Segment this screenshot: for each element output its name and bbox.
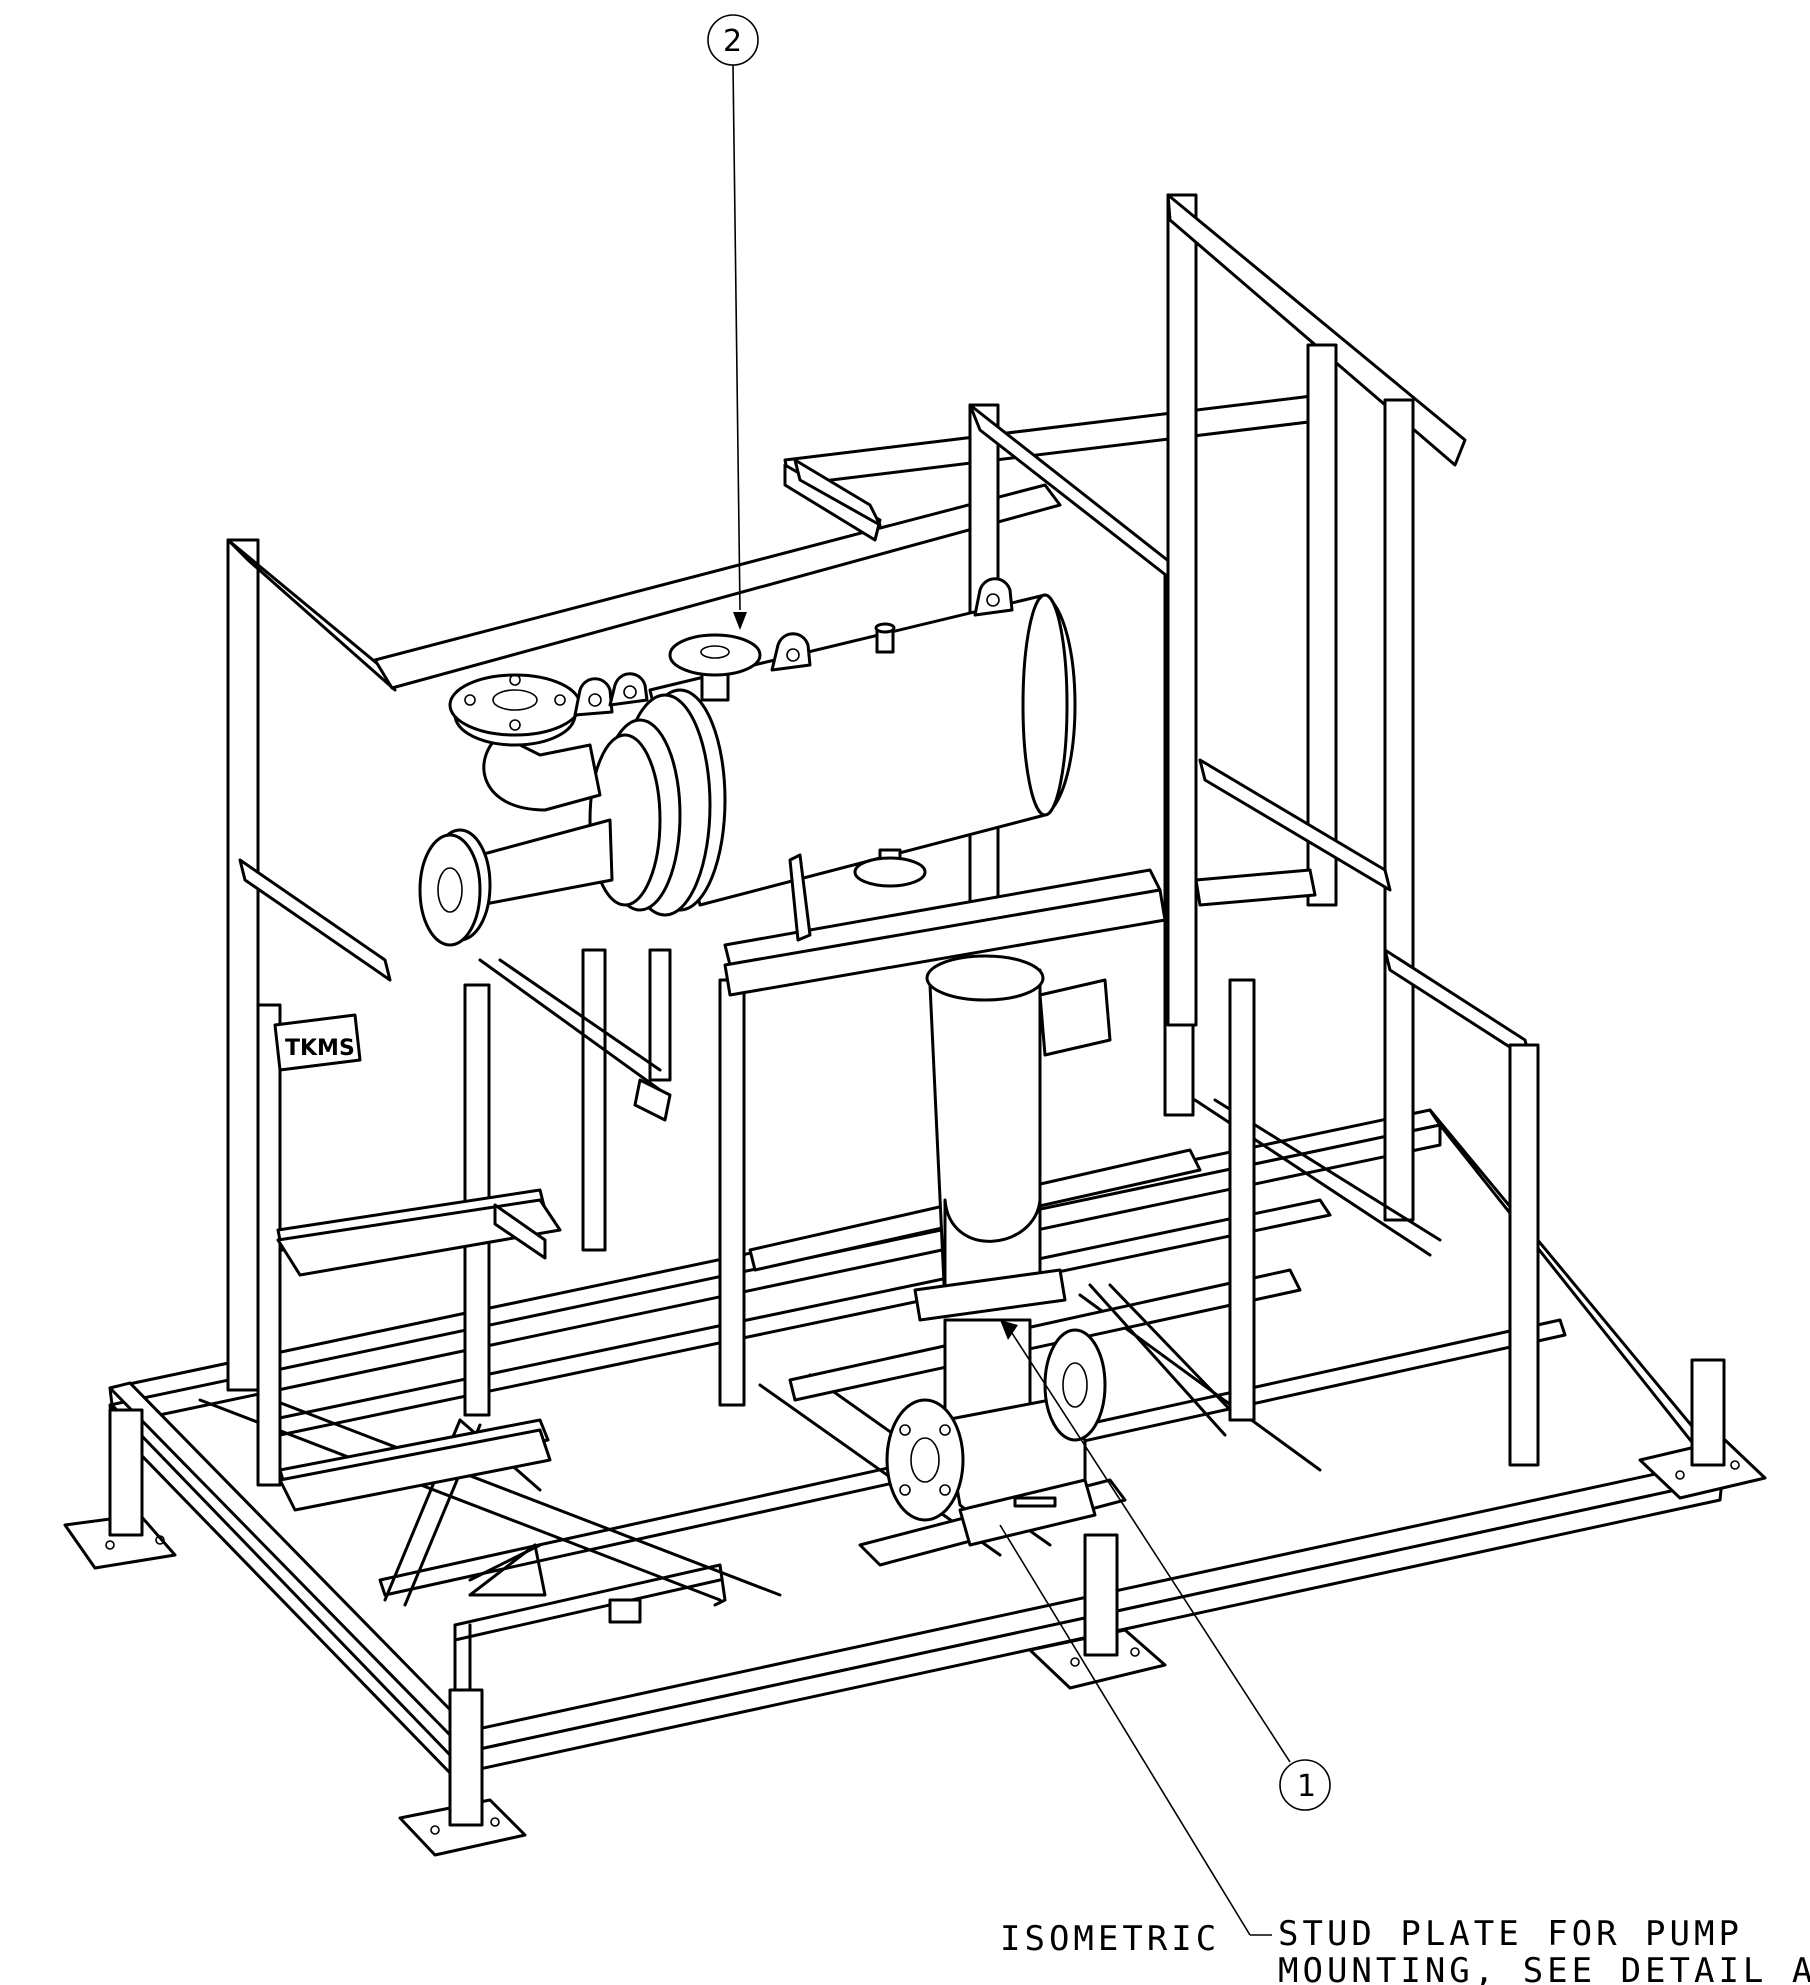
stud-plate-leader: [999, 1524, 1272, 1936]
vertical-pump: [858, 954, 1127, 1567]
tkms-logo-text: TKMS: [285, 1036, 355, 1061]
skid-feet: [63, 1358, 1767, 1857]
callout-2: 2: [707, 14, 759, 630]
note-line-1: STUD PLATE FOR PUMP: [1278, 1914, 1743, 1954]
rear-upper-frame: [723, 193, 1540, 1467]
callout-1-number: 1: [1297, 1769, 1316, 1804]
callout-1: 1: [1000, 1320, 1331, 1811]
view-label: ISOMETRIC: [1000, 1919, 1220, 1959]
heat-exchanger-vessel: [418, 577, 1077, 947]
left-support-frame: TKMS: [226, 483, 1062, 1512]
callout-2-number: 2: [723, 24, 742, 59]
note-line-2: MOUNTING, SEE DETAIL A: [1278, 1951, 1810, 1985]
